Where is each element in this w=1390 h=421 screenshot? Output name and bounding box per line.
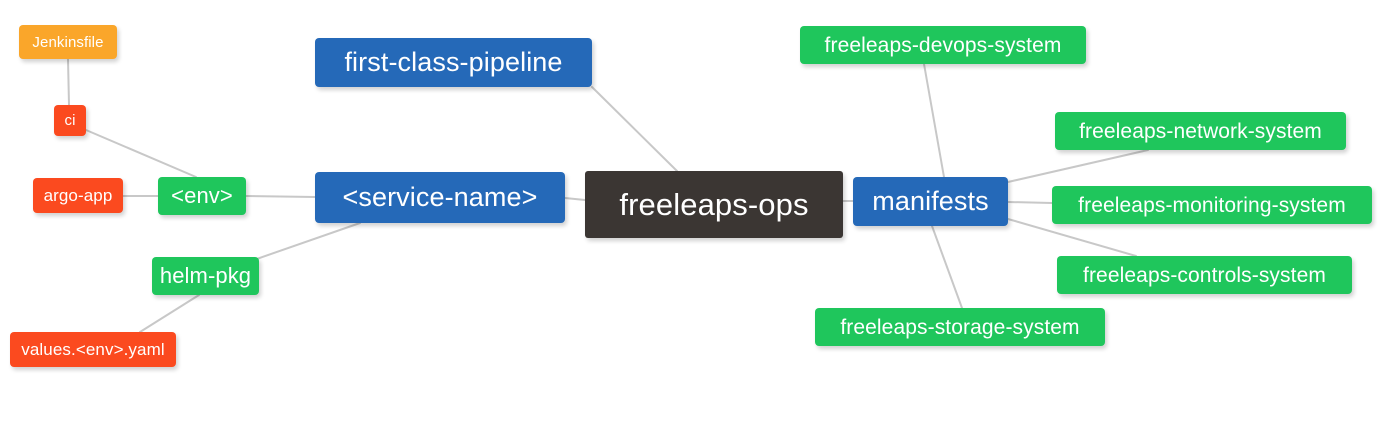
edge-manifests-monitoring: [1007, 201, 1053, 204]
node-env[interactable]: <env>: [158, 177, 246, 215]
node-label: values.<env>.yaml: [21, 340, 165, 359]
node-freeleaps-ops[interactable]: freeleaps-ops: [585, 171, 843, 238]
node-label: freeleaps-controls-system: [1083, 263, 1326, 287]
node-label: first-class-pipeline: [344, 47, 563, 77]
edge-ops-first-class-pipeline: [591, 86, 678, 172]
edge-ci-jenkinsfile: [67, 58, 70, 106]
node-freeleaps-storage-system[interactable]: freeleaps-storage-system: [815, 308, 1105, 346]
edge-helm-pkg-values: [139, 294, 200, 333]
node-jenkinsfile[interactable]: Jenkinsfile: [19, 25, 117, 59]
node-label: freeleaps-ops: [619, 187, 809, 222]
node-label: freeleaps-storage-system: [840, 315, 1080, 339]
node-label: argo-app: [43, 186, 113, 205]
edge-ops-service-name: [564, 197, 586, 201]
edge-manifests-network: [1007, 149, 1149, 183]
edge-env-ci: [85, 129, 197, 178]
node-ci[interactable]: ci: [54, 105, 86, 136]
node-manifests[interactable]: manifests: [853, 177, 1008, 226]
node-label: helm-pkg: [159, 263, 252, 288]
edge-manifests-devops: [923, 63, 945, 178]
edge-service-name-helm-pkg: [247, 222, 361, 263]
node-label: Jenkinsfile: [32, 33, 104, 51]
node-freeleaps-monitoring-system[interactable]: freeleaps-monitoring-system: [1052, 186, 1372, 224]
node-freeleaps-network-system[interactable]: freeleaps-network-system: [1055, 112, 1346, 150]
node-freeleaps-devops-system[interactable]: freeleaps-devops-system: [800, 26, 1086, 64]
node-label: freeleaps-network-system: [1079, 119, 1322, 143]
node-helm-pkg[interactable]: helm-pkg: [152, 257, 259, 295]
node-values-env-yaml[interactable]: values.<env>.yaml: [10, 332, 176, 367]
node-label: <service-name>: [342, 182, 538, 212]
node-label: manifests: [872, 186, 989, 216]
edge-service-name-env: [245, 195, 316, 198]
edge-manifests-controls: [1007, 218, 1137, 257]
node-service-name[interactable]: <service-name>: [315, 172, 565, 223]
node-label: freeleaps-monitoring-system: [1078, 193, 1346, 217]
node-label: <env>: [171, 183, 233, 208]
node-first-class-pipeline[interactable]: first-class-pipeline: [315, 38, 592, 87]
edge-manifests-storage: [931, 225, 963, 309]
node-freeleaps-controls-system[interactable]: freeleaps-controls-system: [1057, 256, 1352, 294]
node-label: ci: [64, 112, 76, 129]
node-argo-app[interactable]: argo-app: [33, 178, 123, 213]
node-label: freeleaps-devops-system: [824, 33, 1062, 57]
